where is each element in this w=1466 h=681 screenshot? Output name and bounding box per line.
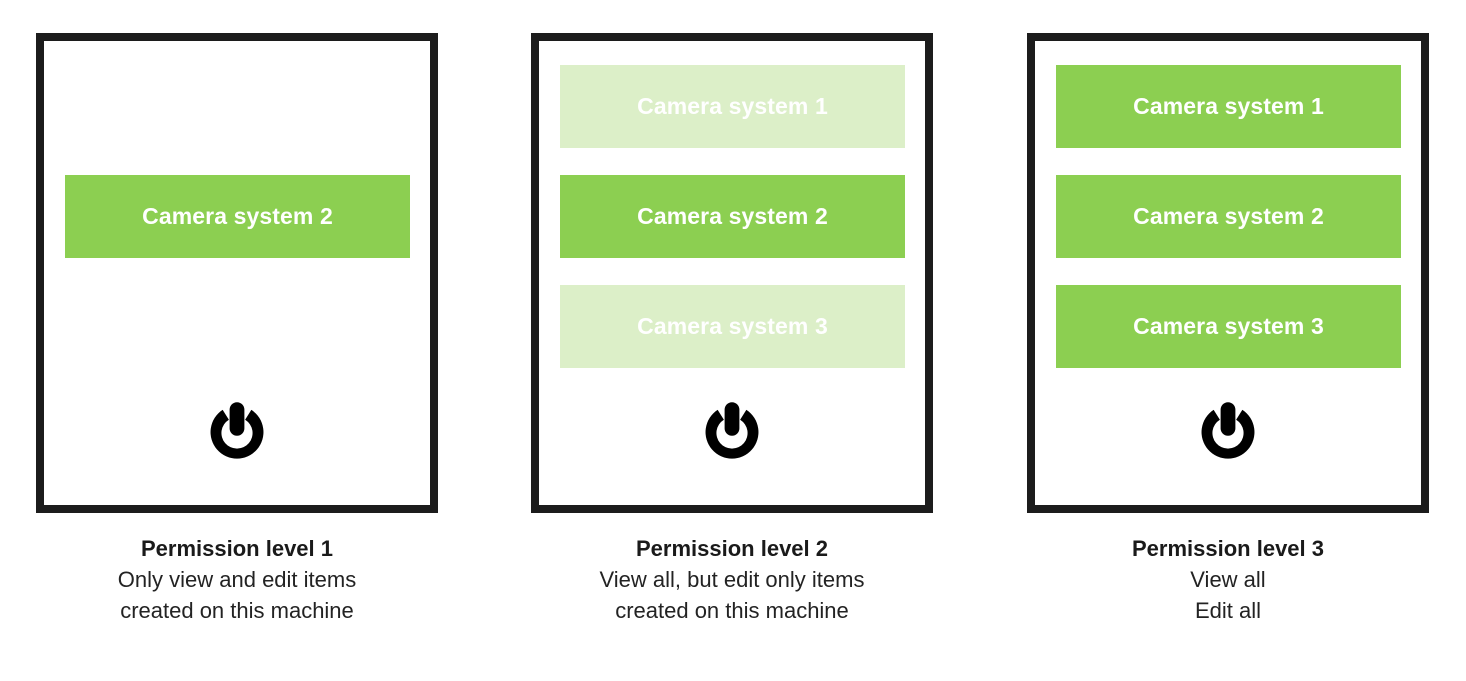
camera-system-slot[interactable]: Camera system 3 bbox=[560, 285, 905, 368]
panel-title: Permission level 1 bbox=[141, 536, 333, 561]
panel-title: Permission level 2 bbox=[636, 536, 828, 561]
camera-system-slot[interactable]: Camera system 3 bbox=[1056, 285, 1401, 368]
camera-system-label: Camera system 1 bbox=[637, 93, 828, 119]
camera-system-label: Camera system 3 bbox=[1133, 313, 1324, 339]
panel-title: Permission level 3 bbox=[1132, 536, 1324, 561]
camera-system-label: Camera system 1 bbox=[1133, 93, 1324, 119]
panel-description-line: created on this machine bbox=[120, 598, 354, 623]
camera-system-label: Camera system 3 bbox=[637, 313, 828, 339]
power-icon bbox=[204, 397, 270, 463]
camera-system-slot[interactable]: Camera system 2 bbox=[560, 175, 905, 258]
camera-system-label: Camera system 2 bbox=[1133, 203, 1324, 229]
panel-caption-3: Permission level 3 View all Edit all bbox=[1027, 533, 1429, 626]
camera-system-slot[interactable]: Camera system 2 bbox=[65, 175, 410, 258]
power-icon bbox=[699, 397, 765, 463]
camera-system-list-1: Camera system 2 bbox=[65, 65, 410, 368]
camera-system-list-2: Camera system 1 Camera system 2 Camera s… bbox=[560, 65, 905, 368]
camera-system-slot[interactable]: Camera system 1 bbox=[1056, 65, 1401, 148]
camera-system-label: Camera system 2 bbox=[637, 203, 828, 229]
machine-box-1: Camera system 2 bbox=[36, 33, 438, 513]
machine-box-3: Camera system 1 Camera system 2 Camera s… bbox=[1027, 33, 1429, 513]
camera-system-label: Camera system 2 bbox=[142, 203, 333, 229]
camera-system-list-3: Camera system 1 Camera system 2 Camera s… bbox=[1056, 65, 1401, 368]
camera-system-slot[interactable]: Camera system 1 bbox=[560, 65, 905, 148]
power-icon bbox=[1195, 397, 1261, 463]
camera-system-slot bbox=[65, 65, 410, 148]
permission-level-panel-2: Camera system 1 Camera system 2 Camera s… bbox=[531, 33, 933, 626]
machine-box-2: Camera system 1 Camera system 2 Camera s… bbox=[531, 33, 933, 513]
camera-system-slot[interactable]: Camera system 2 bbox=[1056, 175, 1401, 258]
panel-caption-2: Permission level 2 View all, but edit on… bbox=[531, 533, 933, 626]
panel-description-line: Edit all bbox=[1194, 598, 1262, 623]
panel-description-line: View all bbox=[1190, 567, 1266, 592]
permission-level-panel-3: Camera system 1 Camera system 2 Camera s… bbox=[1027, 33, 1429, 626]
panel-description-line: Only view and edit items bbox=[117, 567, 357, 592]
panel-description-line: created on this machine bbox=[615, 598, 849, 623]
camera-system-slot bbox=[65, 285, 410, 368]
panel-description-line: View all, but edit only items bbox=[599, 567, 865, 592]
panel-caption-1: Permission level 1 Only view and edit it… bbox=[36, 533, 438, 626]
permission-level-panel-1: Camera system 2 Permission level 1 Only … bbox=[36, 33, 438, 626]
